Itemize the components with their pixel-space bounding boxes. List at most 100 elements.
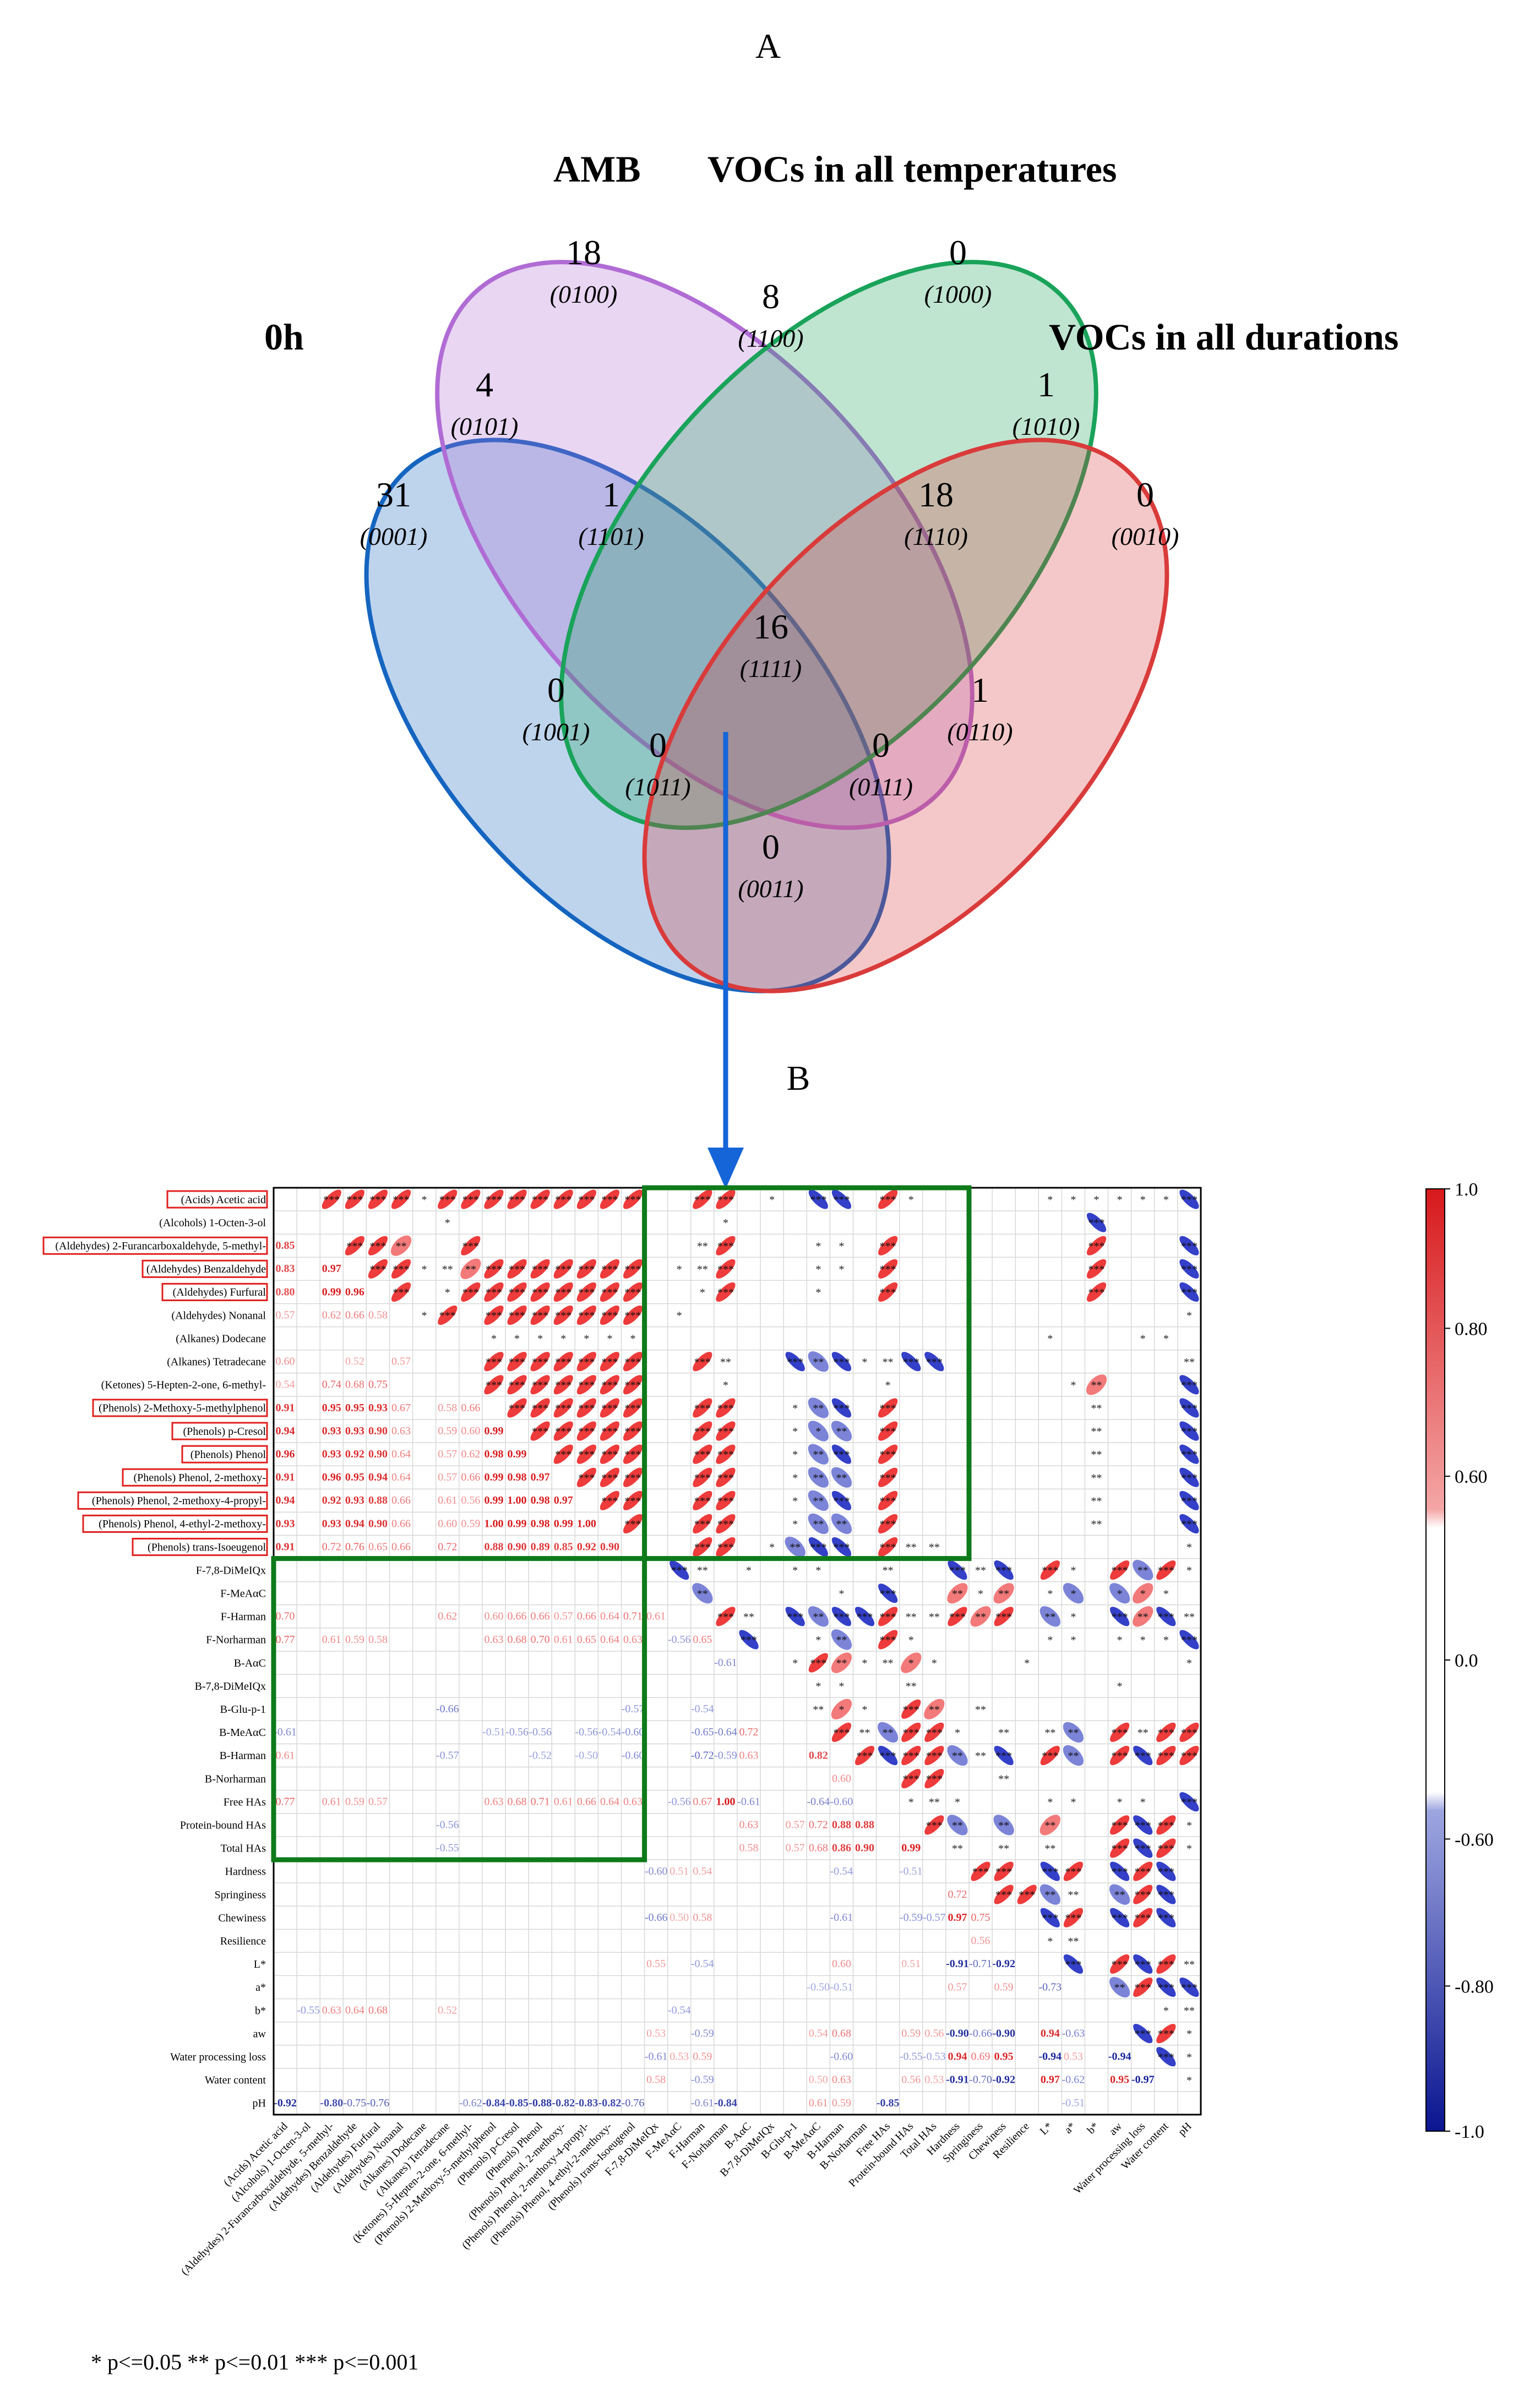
significance-mark: *** <box>1135 1958 1151 1970</box>
significance-mark: *** <box>833 1542 850 1554</box>
corr-value: 0.72 <box>948 1888 967 1901</box>
significance-mark: ** <box>836 1657 847 1669</box>
corr-ellipse <box>1133 1745 1153 1766</box>
significance-mark: *** <box>1158 1843 1174 1855</box>
corr-value: 0.95 <box>1110 2074 1129 2086</box>
corr-ellipse <box>1179 1282 1199 1302</box>
significance-mark: * <box>1070 1588 1076 1600</box>
row-label: (Phenols) Phenol, 2-methoxy- <box>133 1472 266 1484</box>
significance-mark: *** <box>1112 1912 1128 1924</box>
significance-mark: ** <box>836 1472 847 1484</box>
corr-ellipse <box>1179 1259 1199 1279</box>
significance-mark: * <box>1117 1680 1123 1692</box>
row-label: Chewiness <box>218 1912 266 1924</box>
corr-value: -0.90 <box>946 2028 969 2040</box>
corr-value: 0.63 <box>623 1796 643 1808</box>
significance-mark: ** <box>998 1588 1009 1600</box>
corr-ellipse <box>971 1861 990 1881</box>
corr-value: 0.58 <box>368 1634 388 1646</box>
significance-mark: *** <box>926 1820 943 1832</box>
significance-mark: ** <box>998 1843 1009 1855</box>
significance-mark: *** <box>833 1449 850 1461</box>
corr-value: 0.57 <box>276 1309 295 1321</box>
significance-mark: *** <box>1065 1958 1081 1970</box>
corr-value: -0.85 <box>877 2097 900 2109</box>
significance-mark: *** <box>1112 1866 1128 1878</box>
significance-mark: *** <box>717 1542 734 1554</box>
corr-ellipse <box>1110 1908 1130 1928</box>
significance-mark: *** <box>509 1263 525 1275</box>
significance-mark: * <box>1047 1935 1053 1947</box>
corr-ellipse <box>854 1607 875 1626</box>
significance-mark: *** <box>787 1611 803 1623</box>
corr-ellipse <box>507 1398 527 1418</box>
venn-code: (0100) <box>550 280 618 308</box>
significance-mark: *** <box>439 1310 456 1322</box>
corr-value: 0.56 <box>924 2028 944 2040</box>
corr-value: 0.58 <box>739 1842 759 1854</box>
corr-value: 0.51 <box>669 1865 689 1877</box>
row-label: aw <box>253 2028 266 2040</box>
significance-mark: *** <box>369 1194 386 1206</box>
significance-mark: *** <box>995 1565 1012 1577</box>
corr-value: 0.93 <box>368 1402 388 1414</box>
significance-mark: *** <box>578 1472 595 1484</box>
corr-ellipse <box>878 1444 898 1464</box>
significance-mark: * <box>607 1333 612 1345</box>
significance-mark: ** <box>1044 1889 1055 1901</box>
corr-ellipse <box>808 1606 829 1627</box>
row-label-highlight <box>132 1538 268 1557</box>
corr-value: -0.59 <box>714 1749 737 1761</box>
significance-mark: * <box>1070 1565 1076 1577</box>
corr-ellipse <box>831 1467 852 1488</box>
row-label: (Acids) Acetic acid <box>181 1194 266 1206</box>
row-label: B-Norharman <box>205 1773 266 1785</box>
corr-value: 0.53 <box>924 2074 944 2086</box>
corr-value: 0.70 <box>276 1610 295 1623</box>
corr-value: 0.61 <box>322 1796 341 1808</box>
corr-ellipse <box>808 1351 829 1372</box>
significance-mark: *** <box>439 1194 456 1206</box>
corr-ellipse <box>623 1490 643 1510</box>
significance-mark: *** <box>903 1750 919 1762</box>
corr-ellipse <box>693 1467 712 1487</box>
significance-mark: ** <box>836 1634 847 1646</box>
significance-mark: *** <box>578 1402 595 1415</box>
corr-ellipse <box>924 1768 944 1789</box>
significance-mark: *** <box>1065 1912 1081 1924</box>
significance-mark: ** <box>998 1773 1009 1785</box>
significance-mark: *** <box>532 1263 548 1275</box>
significance-mark: * <box>1186 1542 1192 1554</box>
corr-value: -0.94 <box>1108 2051 1131 2063</box>
corr-value: 0.65 <box>693 1634 712 1646</box>
corr-ellipse <box>507 1352 527 1372</box>
corr-ellipse <box>808 1397 829 1418</box>
corr-value: 0.63 <box>832 2074 851 2086</box>
corr-value: 0.90 <box>368 1517 388 1530</box>
significance-mark: ** <box>1091 1449 1102 1461</box>
corr-value: -0.56 <box>529 1726 552 1738</box>
significance-mark: *** <box>1158 1750 1174 1762</box>
corr-ellipse <box>576 1189 596 1209</box>
corr-ellipse <box>924 1352 944 1372</box>
significance-mark: ** <box>697 1240 708 1252</box>
significance-mark: *** <box>532 1426 548 1438</box>
corr-value: -0.51 <box>900 1865 923 1877</box>
row-label: Total HAs <box>221 1843 266 1855</box>
significance-mark: *** <box>717 1449 734 1461</box>
corr-value: 0.94 <box>948 2051 967 2063</box>
corr-value: 0.51 <box>901 1958 921 1970</box>
significance-mark: ** <box>1068 1935 1079 1947</box>
corr-value: 0.61 <box>276 1749 295 1761</box>
panel-label-b: B <box>787 1058 810 1097</box>
significance-mark: *** <box>1158 1611 1174 1623</box>
corr-ellipse <box>1017 1885 1037 1904</box>
corr-ellipse <box>808 1189 828 1209</box>
corr-ellipse <box>693 1352 712 1372</box>
corr-value: 0.64 <box>345 2004 364 2016</box>
corr-ellipse <box>553 1444 573 1464</box>
venn-title-0h: 0h <box>264 316 304 358</box>
corr-ellipse <box>1156 1861 1176 1881</box>
corr-value: 0.94 <box>1041 2028 1060 2040</box>
